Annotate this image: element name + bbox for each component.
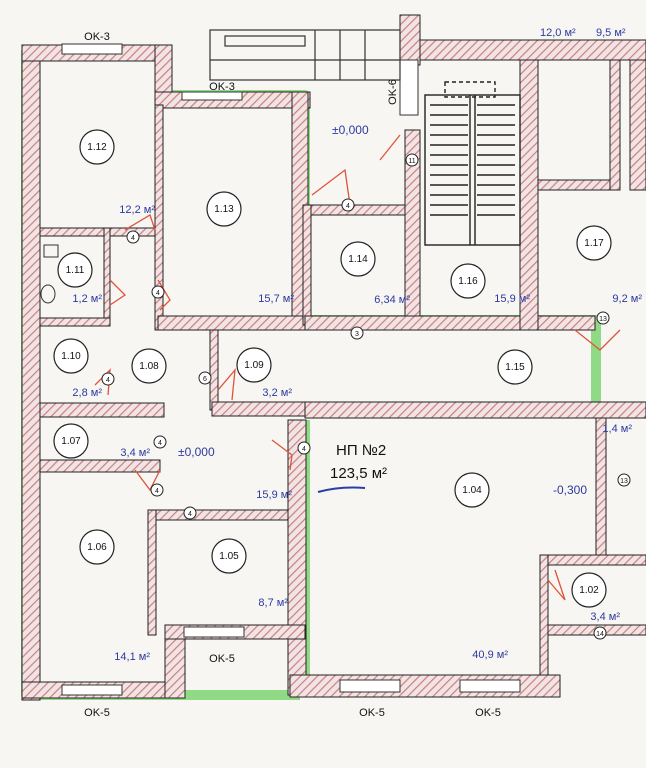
- door-swings: [94, 134, 621, 601]
- room-area: 9,2 м²: [612, 293, 642, 305]
- corridor-area: 15,9 м²: [256, 489, 292, 501]
- room-id: 1.02: [579, 585, 599, 596]
- pen-underline: [317, 486, 366, 493]
- room-id: 1.13: [214, 204, 234, 215]
- door-mark-number: 4: [302, 446, 306, 453]
- floor-level-mark: -0,300: [553, 483, 587, 497]
- room-area: 3,4 м²: [590, 611, 620, 623]
- floor-level-mark: ±0,000: [178, 445, 215, 459]
- door-mark-number: 4: [106, 377, 110, 384]
- room-area: 40,9 м²: [472, 649, 508, 661]
- top-room-area: 9,5 м²: [596, 27, 626, 39]
- room-id: 1.06: [87, 542, 107, 553]
- room-area: 12,2 м²: [119, 204, 155, 216]
- room-id: 1.16: [458, 276, 478, 287]
- room-id: 1.17: [584, 238, 604, 249]
- room-area: 3,2 м²: [262, 387, 292, 399]
- door-mark-number: 11: [408, 158, 415, 165]
- entrance-canopy: [209, 29, 401, 81]
- room-area: 6,34 м²: [374, 294, 410, 306]
- room-area: 15,9 м²: [494, 293, 530, 305]
- door-mark-number: 13: [599, 316, 607, 323]
- unit-area: 123,5 м²: [330, 465, 387, 482]
- window-label: OK-6: [387, 79, 399, 105]
- window-label: OK-5: [475, 707, 501, 719]
- door-mark-number: 4: [156, 290, 160, 297]
- door-mark-circles: [101, 153, 631, 640]
- door-mark-number: 4: [131, 235, 135, 242]
- window-label: OK-5: [84, 707, 110, 719]
- room-id: 1.09: [244, 360, 264, 371]
- window-label: OK-5: [209, 653, 235, 665]
- top-room-area: 12,0 м²: [540, 27, 576, 39]
- window-label: OK-3: [209, 81, 235, 93]
- floor-level-mark: ±0,000: [332, 123, 369, 137]
- walls: [21, 14, 646, 701]
- room-id: 1.10: [61, 351, 81, 362]
- windows: [61, 43, 521, 696]
- room-area: 8,7 м²: [258, 597, 288, 609]
- window-label: OK-5: [359, 707, 385, 719]
- door-mark-number: 13: [620, 478, 628, 485]
- room-id: 1.08: [139, 361, 159, 372]
- door-mark-number: 14: [596, 631, 604, 638]
- door-mark-number: 6: [203, 376, 207, 383]
- room-area: 1,2 м²: [72, 293, 102, 305]
- door-mark-number: 3: [355, 331, 359, 338]
- room-id: 1.15: [505, 362, 525, 373]
- room-id: 1.05: [219, 551, 239, 562]
- room-area: 3,4 м²: [120, 447, 150, 459]
- room-area: 14,1 м²: [114, 651, 150, 663]
- door-mark-number: 4: [188, 511, 192, 518]
- window-label: OK-3: [84, 31, 110, 43]
- staircase: [424, 81, 521, 246]
- unit-label: НП №2: [336, 442, 386, 459]
- room-markers: [53, 129, 612, 608]
- door-mark-number: 4: [346, 203, 350, 210]
- room-area: 15,7 м²: [258, 293, 294, 305]
- room-id: 1.11: [66, 265, 85, 276]
- room-id: 1.07: [61, 436, 81, 447]
- room-id: 1.14: [348, 254, 368, 265]
- toilet-fixture: [40, 244, 59, 304]
- room-area: 2,8 м²: [72, 387, 102, 399]
- door-mark-number: 4: [158, 440, 162, 447]
- door-mark-number: 4: [155, 488, 159, 495]
- room-id: 1.04: [462, 485, 482, 496]
- room-id: 1.12: [87, 142, 107, 153]
- partial-room-area: 1,4 м²: [602, 423, 632, 435]
